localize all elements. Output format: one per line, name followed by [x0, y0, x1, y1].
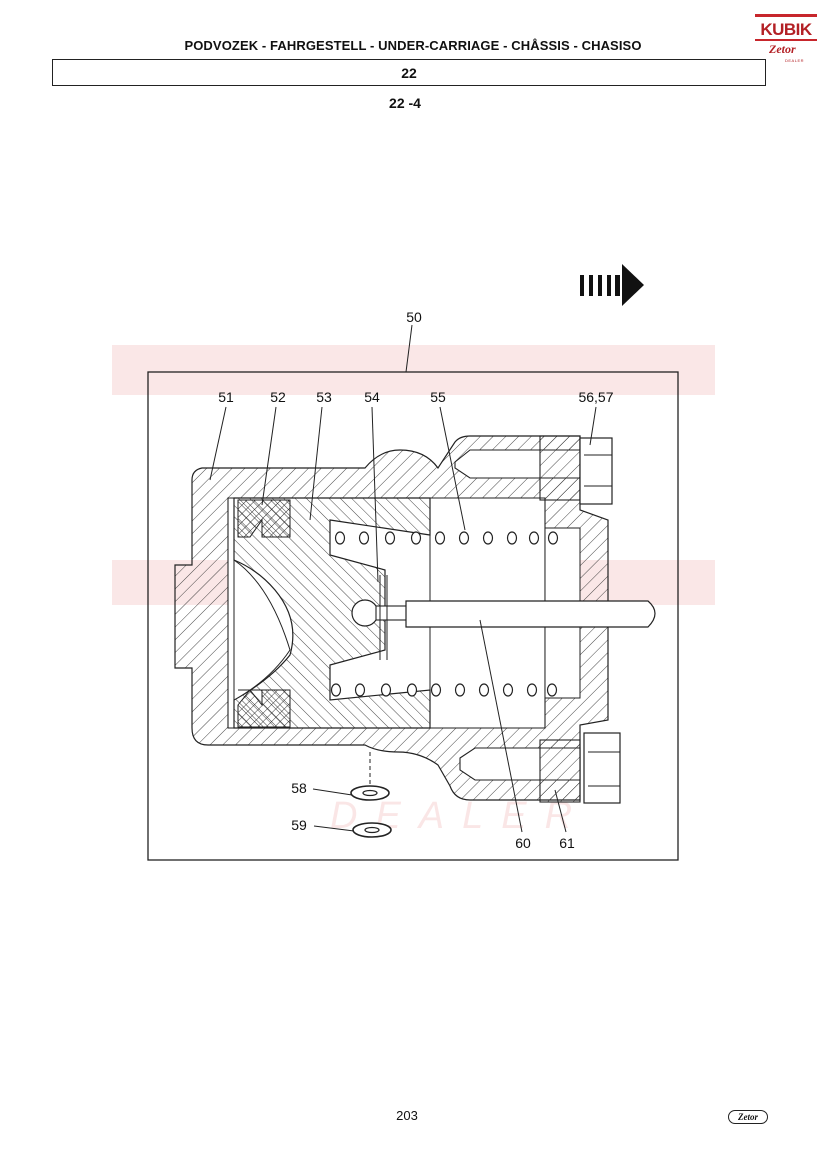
callout-51: 51: [218, 389, 234, 405]
brake-cylinder-diagram: DEALER: [112, 264, 715, 861]
callout-53: 53: [316, 389, 332, 405]
logo-zetor-text: Zetor: [769, 42, 796, 56]
bolt-top: [454, 435, 613, 505]
figure-number: 22 -4: [389, 95, 421, 111]
leader-lines: [209, 324, 597, 833]
spring-top: [334, 531, 559, 545]
push-rod: [351, 575, 656, 660]
diagram-frame: [147, 371, 679, 861]
washer-59: [352, 822, 392, 838]
logo-main-text: KUBIK: [760, 20, 812, 39]
callout-58: 58: [291, 780, 307, 796]
seal-top: [237, 499, 291, 538]
logo-dealer-text: DEALER: [785, 58, 805, 63]
footer-zetor-logo: Zetor: [728, 1110, 768, 1124]
callout-55: 55: [430, 389, 446, 405]
callout-61: 61: [559, 835, 575, 851]
seal-bottom: [237, 689, 291, 728]
callout-56-57: 56,57: [578, 389, 613, 405]
callout-59: 59: [291, 817, 307, 833]
footer-logo-text: Zetor: [738, 1112, 758, 1122]
section-number: 22: [401, 64, 417, 81]
callout-60: 60: [515, 835, 531, 851]
kubik-logo: KUBIK Zetor DEALER: [755, 14, 817, 68]
callout-54: 54: [364, 389, 380, 405]
bolt-bottom: [459, 732, 621, 804]
piston: [233, 497, 431, 729]
spring-bottom: [330, 683, 558, 697]
washer-58: [350, 785, 390, 801]
page-number: 203: [396, 1108, 418, 1123]
page-header-title: PODVOZEK - FAHRGESTELL - UNDER-CARRIAGE …: [184, 38, 642, 53]
section-number-box: 22: [52, 59, 766, 86]
callout-50: 50: [406, 309, 422, 325]
direction-arrow-icon: [580, 264, 644, 306]
logo-stripes: [755, 14, 817, 41]
callout-52: 52: [270, 389, 286, 405]
